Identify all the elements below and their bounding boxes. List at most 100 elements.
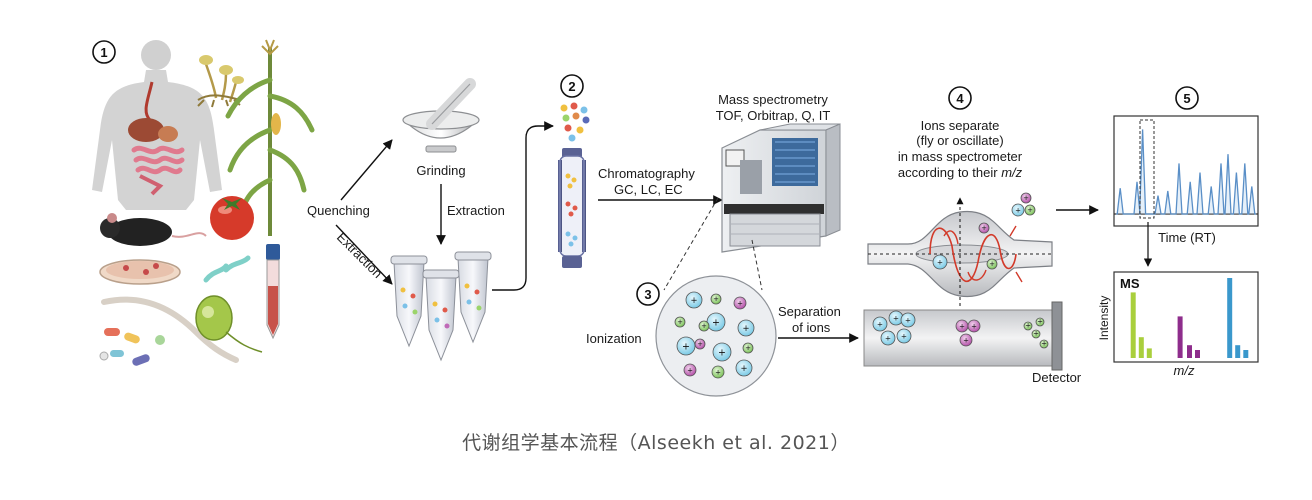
- ms-bar: [1177, 316, 1183, 358]
- ion: +: [932, 254, 948, 270]
- orbitrap-ions: ++++++: [932, 192, 1036, 270]
- ms-bar: [1243, 350, 1249, 358]
- separation-of-ions-label: of ions: [792, 320, 831, 335]
- fungi-icon: [197, 55, 244, 108]
- mass-spectrometer-icon: [721, 123, 841, 253]
- ion-charge: +: [885, 334, 891, 343]
- extraction-tubes-icon: [390, 251, 492, 362]
- ion: +: [674, 316, 686, 328]
- ion-charge: +: [701, 322, 707, 330]
- ms-bar: [1146, 348, 1152, 358]
- chromatogram-trace: [1116, 129, 1256, 215]
- metabolomics-workflow-diagram: 1: [92, 39, 1259, 397]
- ms-bar: [1195, 350, 1200, 358]
- ion-charge: +: [718, 347, 726, 358]
- ms-bar: [1138, 337, 1144, 358]
- ion: +: [872, 316, 888, 332]
- ms-bar: [1187, 345, 1192, 358]
- ion-charge: +: [963, 336, 969, 344]
- ion: +: [706, 312, 726, 332]
- selected-peak-box: [1139, 119, 1155, 219]
- mass-spectrometer: Mass spectrometry TOF, Orbitrap, Q, IT: [663, 92, 841, 291]
- mass-spectrum-panel: [1113, 271, 1259, 363]
- ion-charge: +: [1015, 206, 1021, 214]
- ion: +: [978, 222, 990, 234]
- ion-charge: +: [682, 341, 690, 352]
- step-4-ion-separation: 4 Ions separate (fly or oscillate) in ma…: [863, 86, 1099, 385]
- grinding-label: Grinding: [416, 163, 465, 178]
- ion: +: [1020, 192, 1032, 204]
- ion-charge: +: [971, 322, 977, 330]
- quenching-to-extraction-arrow: [335, 224, 393, 285]
- ion-charge: +: [1023, 194, 1029, 202]
- ion: +: [1011, 203, 1025, 217]
- ion-charge: +: [690, 295, 697, 305]
- chromatography-column-icon: [558, 148, 586, 268]
- ion-charge: +: [687, 366, 693, 374]
- according-to-mz-label: according to their m/z: [898, 165, 1023, 180]
- ion: +: [1023, 322, 1033, 331]
- ion-charge: +: [901, 332, 907, 341]
- flight-tube-ions: ++++++++++++: [872, 310, 1049, 349]
- mouse-icon: [100, 213, 207, 246]
- orbitrap-analyzer-icon: [867, 197, 1053, 306]
- step-5-number: 5: [1183, 91, 1190, 106]
- step-2-number: 2: [568, 79, 575, 94]
- step-3-number: 3: [644, 287, 651, 302]
- ion: +: [1031, 330, 1041, 339]
- ion: +: [694, 338, 706, 350]
- mass-spectrometry-label: Mass spectrometry: [718, 92, 828, 107]
- algae-cell-icon: [195, 295, 263, 353]
- extraction-diagonal-label: Extraction: [334, 230, 385, 281]
- ion-charge: +: [1027, 206, 1033, 214]
- step-5-data: 5 Time (RT) MS Intensity m/z: [1097, 86, 1259, 378]
- nematode-icon: [101, 296, 239, 363]
- mass-spectrum-bars: [1130, 278, 1249, 358]
- ion: +: [698, 320, 710, 332]
- according-text: according to their: [898, 165, 1001, 180]
- ion: +: [1035, 318, 1045, 327]
- time-rt-label: Time (RT): [1158, 230, 1216, 245]
- tomato-icon: [210, 196, 254, 240]
- ion-charge: +: [677, 318, 683, 326]
- ion: +: [900, 312, 916, 328]
- separation-label: Separation: [778, 304, 841, 319]
- ion-charge: +: [989, 260, 995, 268]
- human-body-icon: [92, 40, 222, 210]
- zoom-line-left: [663, 197, 719, 291]
- petri-dish-icon: [99, 259, 181, 285]
- ionization-label: Ionization: [586, 331, 642, 346]
- mz-italic-text: m/z: [1001, 165, 1022, 180]
- ion: +: [710, 293, 722, 305]
- step-1-samples: 1: [92, 39, 315, 366]
- ion: +: [967, 319, 981, 333]
- ion-charge: +: [713, 295, 719, 303]
- ion: +: [735, 359, 753, 377]
- ion-charge: +: [742, 323, 749, 333]
- ion-charge: +: [697, 340, 703, 348]
- ion: +: [742, 342, 754, 354]
- ion-charge: +: [905, 316, 911, 325]
- ion: +: [896, 328, 912, 344]
- ion: +: [959, 333, 973, 347]
- ion: +: [986, 258, 998, 270]
- mortar-pestle-icon: [402, 78, 480, 153]
- ion-charge: +: [893, 314, 899, 323]
- ion: +: [733, 296, 747, 310]
- ion: +: [737, 319, 755, 337]
- ms-bar: [1130, 292, 1136, 358]
- mz-axis-label: m/z: [1174, 363, 1195, 378]
- ion-charge: +: [981, 224, 987, 232]
- ion-charge: +: [1041, 340, 1047, 348]
- step-3-badge: 3: [636, 282, 660, 306]
- zoom-line-right: [751, 239, 763, 291]
- ion: +: [712, 342, 732, 362]
- ion-charge: +: [745, 344, 751, 352]
- ion-charge: +: [959, 322, 965, 330]
- corn-plant-icon: [225, 39, 315, 236]
- detector-label: Detector: [1032, 370, 1082, 385]
- ms-bar: [1235, 345, 1241, 358]
- step-1-number: 1: [100, 45, 107, 60]
- ion: +: [880, 330, 896, 346]
- ion-charge: +: [937, 258, 943, 267]
